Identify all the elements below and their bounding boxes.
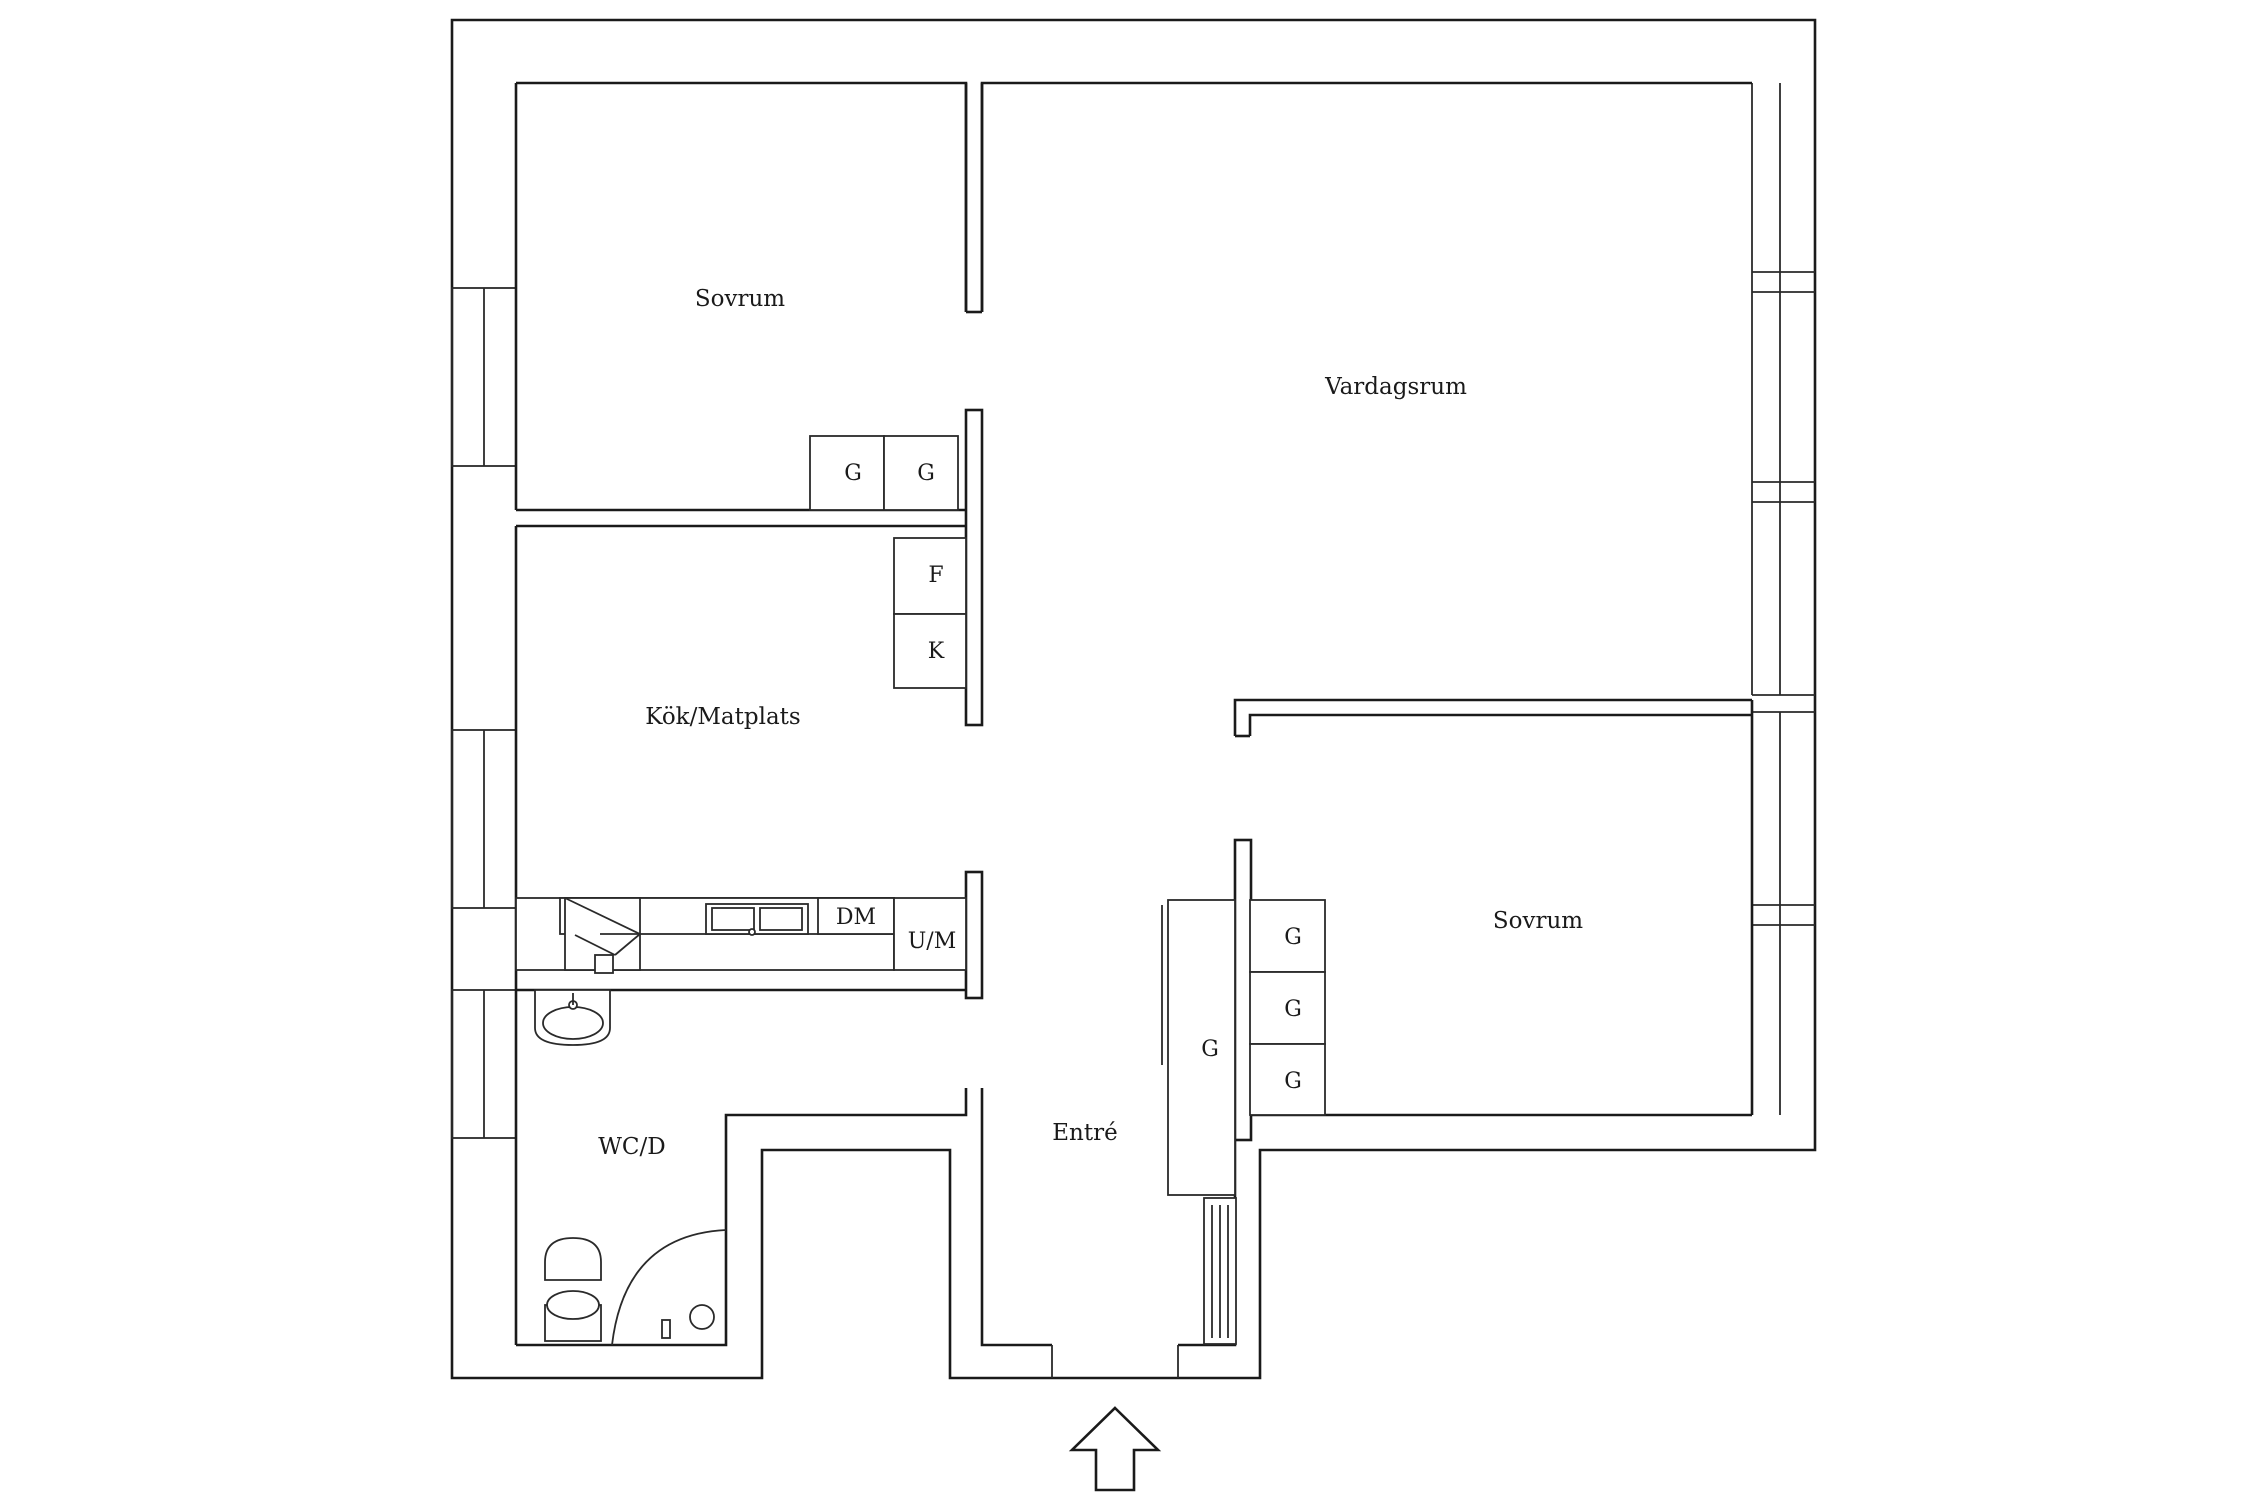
oven-microwave-label: U/M [908,929,956,954]
room-label-entrance: Entré [1052,1120,1117,1146]
interior-walls [514,81,1754,1378]
wardrobe-right-1-label: G [1284,925,1302,950]
room-label-bedroom-bottom: Sovrum [1493,908,1583,934]
wardrobe-top-1 [809,435,885,511]
wardrobe-top-1-label: G [844,461,862,486]
shower-door [611,1229,727,1346]
wardrobe-top-2 [883,435,959,511]
exterior-walls [450,18,1817,1380]
sink [705,903,809,935]
hall-fixtures: G [1161,899,1237,1345]
entrance-arrow-icon [1068,1406,1162,1492]
wardrobes-top: G G [809,435,959,511]
dishwasher-label: DM [836,905,876,930]
wardrobe-right-2 [1249,971,1326,1045]
wardrobe-right-3-label: G [1284,1069,1302,1094]
wc-fixtures [534,989,727,1346]
freezer-label: F [928,563,943,588]
kitchen-counter: DM U/M [515,897,967,974]
toilet [544,1237,602,1281]
washbasin [534,989,611,1046]
room-label-living-room: Vardagsrum [1324,374,1467,400]
wardrobe-right-2-label: G [1284,997,1302,1022]
wardrobe-right-1 [1249,899,1326,973]
fridge-cabinet [893,613,967,689]
room-labels: Sovrum Vardagsrum Kök/Matplats Sovrum WC… [598,286,1583,1160]
outer-wall [450,18,1817,1380]
wardrobes-right: G G G [1249,899,1326,1116]
fridge-label: K [928,639,945,664]
floor-drain [689,1304,715,1330]
room-label-wc: WC/D [598,1134,665,1160]
windows-left [451,287,517,1139]
dishwasher [817,897,895,935]
room-label-bedroom-top: Sovrum [695,286,785,312]
oven-microwave [893,897,967,971]
room-label-kitchen: Kök/Matplats [645,704,800,730]
hall-wardrobe [1167,899,1236,1196]
hall-wardrobe-label: G [1201,1037,1219,1062]
windows-right [1751,83,1815,1115]
wardrobe-top-2-label: G [917,461,935,486]
kitchen-appliances: F K [893,537,967,689]
wardrobe-right-3 [1249,1043,1326,1116]
